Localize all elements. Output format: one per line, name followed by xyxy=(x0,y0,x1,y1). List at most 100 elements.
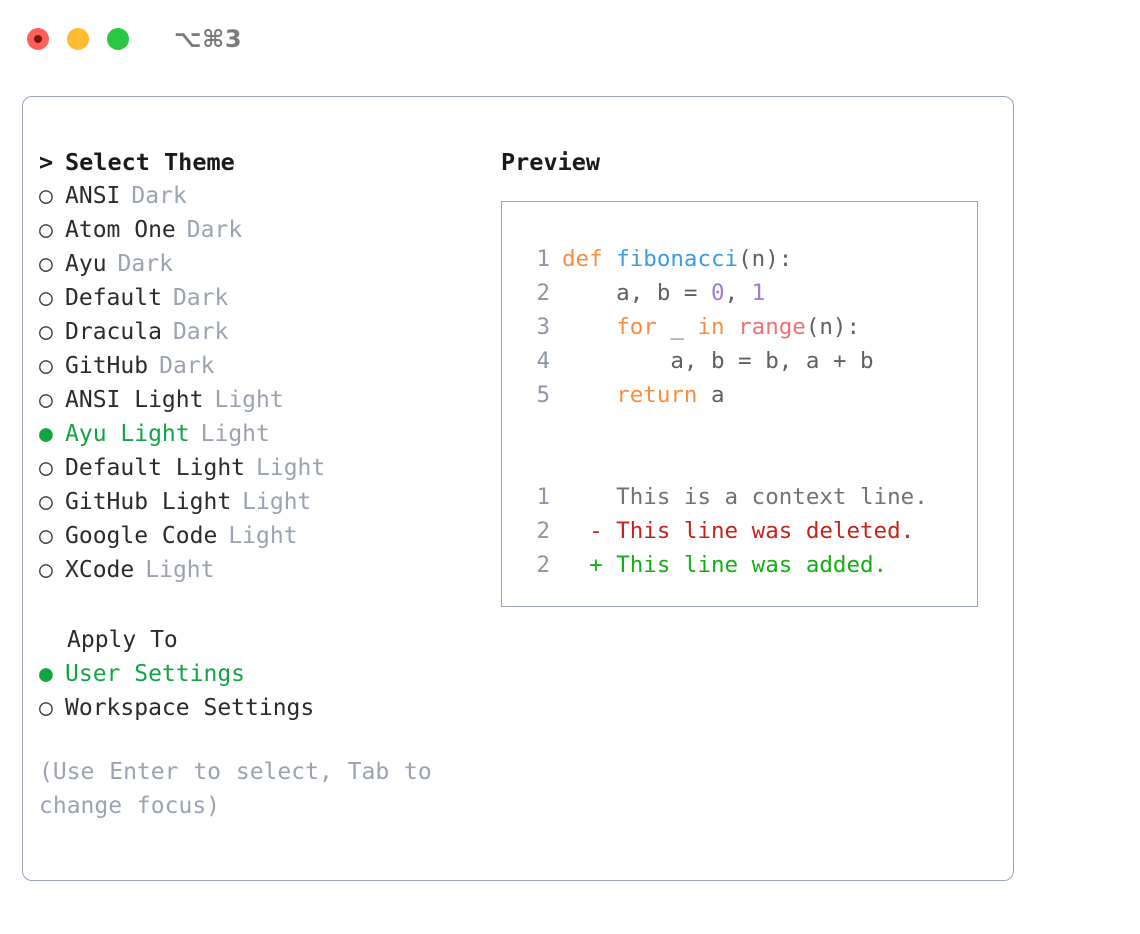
theme-name-label: ANSI Light xyxy=(65,387,204,413)
radio-unselected-icon: ○ xyxy=(39,217,53,243)
theme-list-item[interactable]: ○ Atom One Dark xyxy=(39,213,479,247)
diff-line-number: 1 xyxy=(536,484,550,510)
radio-unselected-icon: ○ xyxy=(39,285,53,311)
code-token-pln: (n): xyxy=(738,246,793,272)
code-token-fn: fibonacci xyxy=(616,246,739,272)
preview-heading: Preview xyxy=(501,148,601,176)
code-line-number: 4 xyxy=(536,348,550,374)
minimize-window-button[interactable] xyxy=(67,28,89,50)
diff-line-content: - This line was deleted. xyxy=(562,518,915,544)
code-token-pln xyxy=(562,314,616,340)
theme-name-label: Default Light xyxy=(65,455,246,481)
theme-list-item[interactable]: ○ ANSI Dark xyxy=(39,179,479,213)
code-line: 5 return a xyxy=(502,378,977,412)
apply-to-options: ● User Settings ○ Workspace Settings xyxy=(39,657,479,725)
apply-to-option[interactable]: ● User Settings xyxy=(39,657,479,691)
select-theme-heading: > Select Theme xyxy=(39,145,479,179)
apply-to-heading: Apply To xyxy=(67,627,178,653)
radio-unselected-icon: ○ xyxy=(39,695,53,721)
radio-selected-icon: ● xyxy=(39,421,53,447)
diff-line-number: 2 xyxy=(536,552,550,578)
code-line: 1 def fibonacci(n): xyxy=(502,242,977,276)
code-line-content: a, b = 0, 1 xyxy=(562,276,765,310)
theme-name-label: Atom One xyxy=(65,217,176,243)
theme-list-item[interactable]: ○ Default Dark xyxy=(39,281,479,315)
radio-unselected-icon: ○ xyxy=(39,183,53,209)
theme-name-label: XCode xyxy=(65,557,135,583)
apply-to-option-label: User Settings xyxy=(65,661,246,687)
theme-variant-tag: Dark xyxy=(186,217,243,243)
theme-variant-tag: Light xyxy=(228,523,298,549)
theme-variant-tag: Dark xyxy=(172,319,229,345)
diff-line: 1 This is a context line. xyxy=(502,480,977,514)
theme-name-label: Google Code xyxy=(65,523,218,549)
code-token-pln xyxy=(562,382,616,408)
theme-name-label: ANSI xyxy=(65,183,121,209)
theme-variant-tag: Light xyxy=(214,387,284,413)
diff-sample: 1 This is a context line.2 - This line w… xyxy=(502,480,977,582)
diff-line: 2 - This line was deleted. xyxy=(502,514,977,548)
diff-line-content: + This line was added. xyxy=(562,552,888,578)
code-token-pln: , xyxy=(724,280,752,306)
maximize-window-button[interactable] xyxy=(107,28,129,50)
theme-variant-tag: Light xyxy=(242,489,312,515)
code-line-content: a, b = b, a + b xyxy=(562,344,873,378)
radio-unselected-icon: ○ xyxy=(39,251,53,277)
apply-to-option[interactable]: ○ Workspace Settings xyxy=(39,691,479,725)
code-token-pln: _ xyxy=(656,314,698,340)
radio-unselected-icon: ○ xyxy=(39,319,53,345)
theme-name-label: Ayu Light xyxy=(65,421,190,447)
code-token-num: 0 xyxy=(711,280,725,306)
close-window-button[interactable] xyxy=(27,28,49,50)
theme-list-item[interactable]: ○ GitHub Light Light xyxy=(39,485,479,519)
theme-name-label: GitHub Light xyxy=(65,489,232,515)
code-token-kw: return xyxy=(616,382,698,408)
code-token-pln: (n): xyxy=(805,314,861,340)
theme-list-item[interactable]: ○ Dracula Dark xyxy=(39,315,479,349)
radio-selected-icon: ● xyxy=(39,661,53,687)
theme-name-label: Dracula xyxy=(65,319,162,345)
title-bar: ⌥⌘3 xyxy=(0,0,1140,78)
radio-unselected-icon: ○ xyxy=(39,489,53,515)
theme-name-label: Default xyxy=(65,285,162,311)
diff-line: 2 + This line was added. xyxy=(502,548,977,582)
apply-to-option-label: Workspace Settings xyxy=(65,695,315,721)
code-line-content: return a xyxy=(562,378,725,412)
theme-list-item[interactable]: ○ Google Code Light xyxy=(39,519,479,553)
spacer xyxy=(39,587,479,623)
theme-list-item[interactable]: ○ ANSI Light Light xyxy=(39,383,479,417)
code-line-content: for _ in range(n): xyxy=(562,310,860,344)
theme-variant-tag: Dark xyxy=(131,183,187,209)
radio-unselected-icon: ○ xyxy=(39,523,53,549)
spacer xyxy=(502,446,977,480)
code-line-number: 3 xyxy=(536,314,550,340)
code-token-pln: a xyxy=(697,382,725,408)
spacer xyxy=(502,412,977,446)
keyboard-hint-text: (Use Enter to select, Tab to change focu… xyxy=(39,759,432,819)
radio-unselected-icon: ○ xyxy=(39,557,53,583)
window-title: ⌥⌘3 xyxy=(174,25,243,53)
spacer xyxy=(39,725,479,755)
code-line-number: 2 xyxy=(536,280,550,306)
code-line-number: 1 xyxy=(536,246,550,272)
code-token-pln: a, b = xyxy=(562,280,712,306)
traffic-light-group xyxy=(27,28,129,50)
code-token-kw: in xyxy=(697,314,725,340)
diff-line-number: 2 xyxy=(536,518,550,544)
code-token-pln xyxy=(725,314,739,340)
radio-unselected-icon: ○ xyxy=(39,387,53,413)
code-token-kw: def xyxy=(562,246,617,272)
theme-variant-tag: Light xyxy=(256,455,326,481)
theme-variant-tag: Dark xyxy=(172,285,229,311)
code-line-number: 5 xyxy=(536,382,550,408)
diff-line-content: This is a context line. xyxy=(562,484,928,510)
